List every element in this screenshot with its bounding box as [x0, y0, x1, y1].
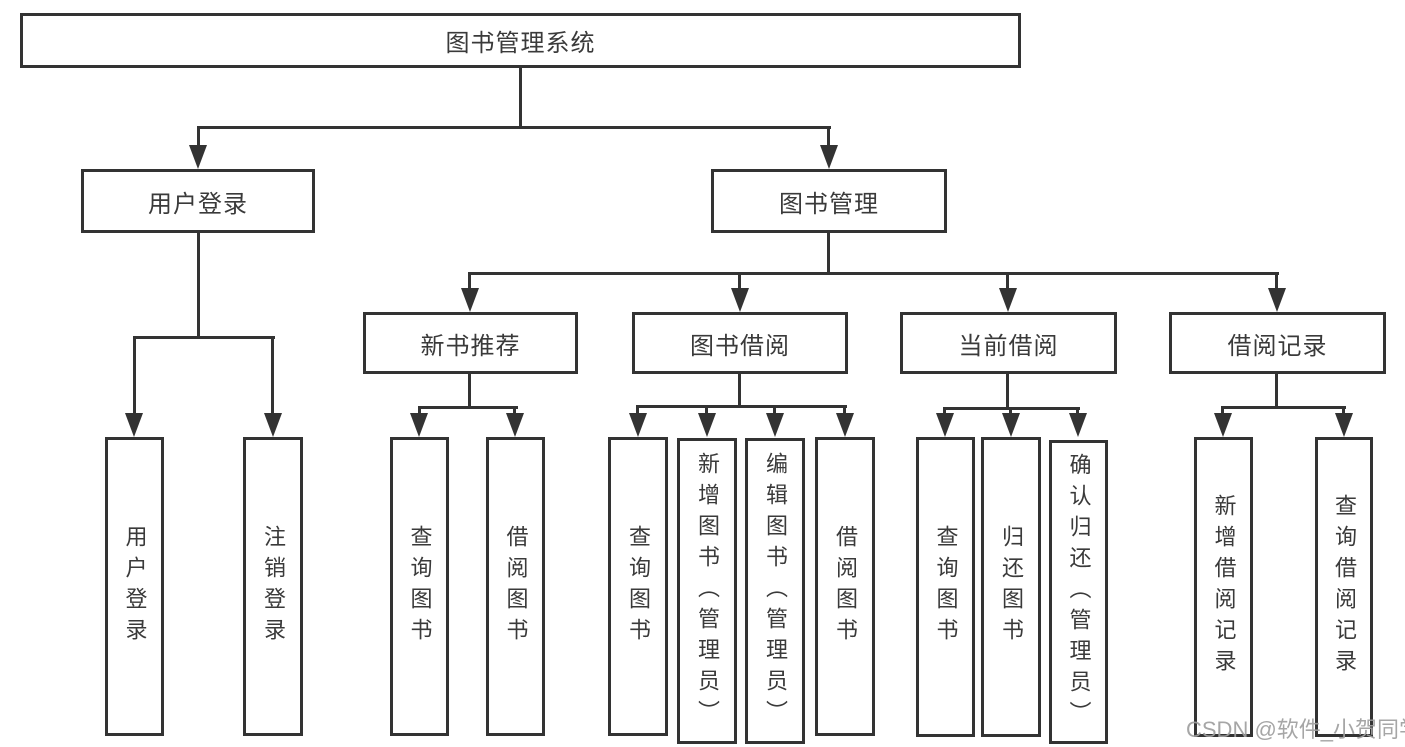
edge-book-borrow-stub: [738, 374, 741, 405]
node-book-management: 图书管理: [711, 169, 947, 233]
leaf-add-book-admin: 新增图书（管理员）: [677, 438, 737, 744]
edge-book-mgmt-drop-3: [1006, 272, 1009, 290]
leaf-confirm-return-admin: 确认归还（管理员）: [1049, 440, 1108, 744]
edge-book-borrow-drop-4: [843, 405, 846, 415]
edge-user-login-drop-1: [133, 336, 136, 415]
leaf-logout: 注销登录: [243, 437, 303, 736]
leaf-logout-label: 注销登录: [261, 524, 286, 649]
leaf-add-borrow-record-label: 新增借阅记录: [1211, 494, 1237, 680]
edge-borrow-records-drop-2: [1342, 406, 1345, 415]
edge-book-mgmt-drop-4: [1275, 272, 1278, 290]
edge-book-mgmt-stub: [827, 233, 830, 275]
node-root: 图书管理系统: [20, 13, 1021, 68]
leaf-borrow-books-label: 借阅图书: [833, 524, 858, 649]
leaf-add-borrow-record: 新增借阅记录: [1194, 437, 1253, 737]
edge-root-drop-right: [827, 126, 830, 147]
node-book-borrow: 图书借阅: [632, 312, 848, 374]
edge-book-mgmt-drop-2: [738, 272, 741, 290]
csdn-watermark: CSDN @软件_小贺同学: [1186, 717, 1405, 742]
arrow-down-icon: [731, 288, 749, 312]
node-user-login: 用户登录: [81, 169, 315, 233]
edge-current-borrow-stub: [1006, 374, 1009, 407]
leaf-query-books-current-label: 查询图书: [933, 525, 959, 649]
edge-borrow-records-bar: [1222, 406, 1346, 409]
leaf-return-book-label: 归还图书: [999, 525, 1024, 649]
node-root-label: 图书管理系统: [445, 30, 596, 57]
leaf-confirm-return-admin-label: 确认归还（管理员）: [1066, 452, 1092, 732]
edge-book-borrow-drop-2: [705, 405, 708, 415]
edge-user-login-bar: [133, 336, 275, 339]
arrow-down-icon: [936, 413, 954, 437]
leaf-query-books-borrow-label: 查询图书: [626, 524, 651, 649]
arrow-down-icon: [629, 413, 647, 437]
edge-new-book-stub: [468, 374, 471, 406]
edge-root-drop-left: [197, 126, 200, 147]
arrow-down-icon: [125, 413, 143, 437]
arrow-down-icon: [264, 413, 282, 437]
node-borrow-records-label: 借阅记录: [1227, 332, 1328, 360]
leaf-borrow-books-recommend-label: 借阅图书: [503, 524, 529, 649]
edge-new-book-drop-2: [513, 406, 516, 415]
edge-book-borrow-drop-1: [636, 405, 639, 415]
arrow-down-icon: [410, 413, 428, 437]
arrow-down-icon: [1069, 413, 1087, 437]
leaf-user-login: 用户登录: [105, 437, 164, 736]
leaf-return-book: 归还图书: [981, 437, 1041, 737]
leaf-user-login-label: 用户登录: [122, 524, 148, 649]
leaf-borrow-books: 借阅图书: [815, 437, 875, 736]
arrow-down-icon: [1335, 413, 1353, 437]
edge-new-book-bar: [418, 406, 518, 409]
leaf-borrow-books-recommend: 借阅图书: [486, 437, 545, 736]
arrow-down-icon: [1268, 288, 1286, 312]
arrow-down-icon: [1002, 413, 1020, 437]
edge-book-borrow-bar: [636, 405, 847, 408]
leaf-edit-book-admin: 编辑图书（管理员）: [745, 438, 805, 744]
node-book-management-label: 图书管理: [779, 190, 879, 218]
leaf-edit-book-admin-label: 编辑图书（管理员）: [763, 451, 788, 731]
edge-root-stub: [519, 68, 522, 126]
leaf-query-borrow-record-label: 查询借阅记录: [1332, 494, 1357, 680]
arrow-down-icon: [506, 413, 524, 437]
node-new-book-recommend: 新书推荐: [363, 312, 578, 374]
edge-new-book-drop-1: [418, 406, 421, 415]
edge-borrow-records-drop-1: [1221, 406, 1224, 415]
edge-user-login-drop-2: [271, 336, 274, 415]
edge-current-borrow-drop-3: [1076, 407, 1079, 415]
arrow-down-icon: [820, 145, 838, 169]
arrow-down-icon: [698, 413, 716, 437]
leaf-query-borrow-record: 查询借阅记录: [1315, 437, 1373, 737]
leaf-query-books-recommend: 查询图书: [390, 437, 449, 736]
arrow-down-icon: [1214, 413, 1232, 437]
node-new-book-recommend-label: 新书推荐: [420, 332, 521, 360]
edge-book-borrow-drop-3: [773, 405, 776, 415]
edge-current-borrow-bar: [944, 407, 1080, 410]
arrow-down-icon: [189, 145, 207, 169]
edge-current-borrow-drop-2: [1009, 407, 1012, 415]
edge-book-mgmt-drop-1: [468, 272, 471, 290]
leaf-add-book-admin-label: 新增图书（管理员）: [695, 451, 720, 731]
edge-user-login-stub: [197, 233, 200, 339]
edge-root-bar: [197, 126, 831, 129]
node-current-borrow: 当前借阅: [900, 312, 1117, 374]
arrow-down-icon: [766, 413, 784, 437]
edge-book-mgmt-bar: [469, 272, 1279, 275]
edge-borrow-records-stub: [1275, 374, 1278, 406]
leaf-query-books-current: 查询图书: [916, 437, 975, 737]
node-borrow-records: 借阅记录: [1169, 312, 1386, 374]
edge-current-borrow-drop-1: [943, 407, 946, 415]
node-current-borrow-label: 当前借阅: [958, 332, 1059, 360]
node-book-borrow-label: 图书借阅: [690, 332, 790, 360]
leaf-query-books-recommend-label: 查询图书: [407, 524, 433, 649]
node-user-login-label: 用户登录: [148, 190, 248, 218]
leaf-query-books-borrow: 查询图书: [608, 437, 668, 736]
arrow-down-icon: [836, 413, 854, 437]
arrow-down-icon: [461, 288, 479, 312]
arrow-down-icon: [999, 288, 1017, 312]
